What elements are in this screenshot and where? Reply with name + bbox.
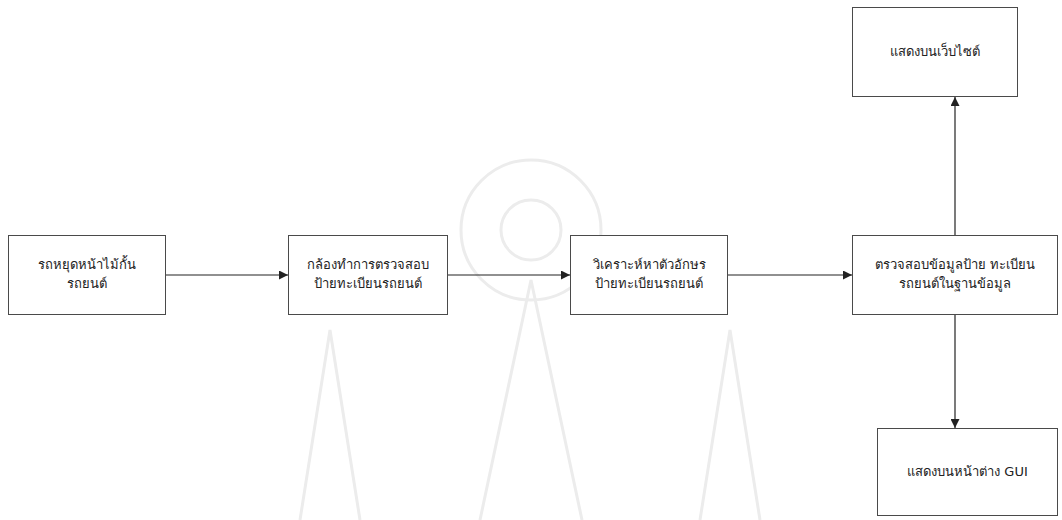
process-box: กล้องทำการตรวจสอบ ป้ายทะเบียนรถยนต์ — [288, 235, 448, 315]
process-box: วิเคราะห์หาตัวอักษร ป้ายทะเบียนรถยนต์ — [570, 235, 728, 315]
process-box: แสดงบนเว็บไซต์ — [852, 7, 1018, 97]
watermark-seal — [300, 160, 760, 520]
box-label: แสดงบนหน้าต่าง GUI — [907, 463, 1028, 482]
process-box: รถหยุดหน้าไม้กั้น รถยนต์ — [8, 235, 166, 315]
flow-arrow — [954, 315, 955, 428]
flow-arrow — [954, 97, 955, 235]
process-box: แสดงบนหน้าต่าง GUI — [877, 428, 1058, 516]
flow-arrow — [166, 274, 288, 275]
box-label: ตรวจสอบข้อมูลป้าย ทะเบียนรถยนต์ในฐานข้อม… — [871, 256, 1039, 294]
box-label: วิเคราะห์หาตัวอักษร ป้ายทะเบียนรถยนต์ — [589, 256, 709, 294]
flow-arrow — [728, 274, 852, 275]
box-label: รถหยุดหน้าไม้กั้น รถยนต์ — [27, 256, 147, 294]
box-label: แสดงบนเว็บไซต์ — [890, 43, 980, 62]
process-box: ตรวจสอบข้อมูลป้าย ทะเบียนรถยนต์ในฐานข้อม… — [852, 235, 1058, 315]
box-label: กล้องทำการตรวจสอบ ป้ายทะเบียนรถยนต์ — [307, 256, 429, 294]
flow-arrow — [448, 274, 570, 275]
